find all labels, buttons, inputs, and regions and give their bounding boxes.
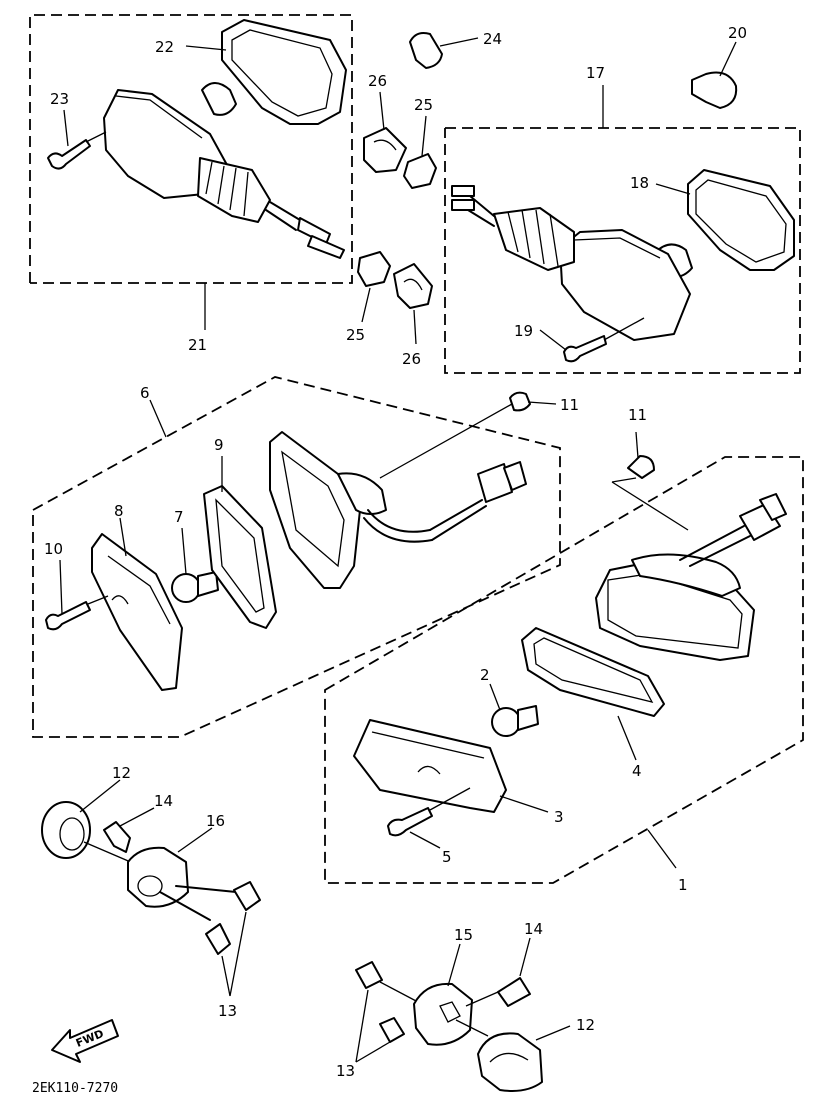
callout-14-right: 14 <box>524 920 543 938</box>
grommet-26-bottom <box>393 263 433 309</box>
callout-26-bottom: 26 <box>402 350 421 368</box>
grommet-26-top <box>363 127 407 173</box>
nut-13-left-b <box>233 881 261 911</box>
callout-21: 21 <box>188 336 207 354</box>
callout-1: 1 <box>678 876 688 894</box>
callout-12-left: 12 <box>112 764 131 782</box>
callout-13-right-leaders <box>355 981 419 1063</box>
screw-11-group-1 <box>611 455 689 531</box>
callout-5: 5 <box>442 848 452 866</box>
callout-25-bottom: 25 <box>346 326 365 344</box>
callout-13-left: 13 <box>218 1002 237 1020</box>
turn-signal-stem-21 <box>197 157 345 259</box>
callout-26-top: 26 <box>368 72 387 90</box>
bulb-20 <box>691 71 738 109</box>
reflector-12-right <box>455 1019 543 1092</box>
callout-14-left: 14 <box>154 792 173 810</box>
flasher-lens-8 <box>91 533 183 691</box>
gasket-4 <box>521 627 665 761</box>
bracket-15 <box>413 982 473 1046</box>
screw-5 <box>387 787 471 849</box>
diagram-code: 2EK110-7270 <box>32 1081 118 1096</box>
turn-signal-stem-17 <box>451 185 575 271</box>
turn-signal-housing-17 <box>559 229 691 341</box>
reflector-12-left <box>41 801 141 867</box>
callout-15: 15 <box>454 926 473 944</box>
bolt-14-left <box>103 821 131 853</box>
callout-24: 24 <box>483 30 502 48</box>
bulb-24 <box>409 32 443 69</box>
group-box-1 <box>324 456 804 884</box>
group-box-17 <box>444 85 801 374</box>
callout-leaders <box>59 37 737 1041</box>
callout-11-top: 11 <box>560 396 579 414</box>
bulb-7 <box>171 571 219 603</box>
spacer-25-bottom <box>357 251 391 287</box>
callout-22: 22 <box>155 38 174 56</box>
callout-12-right: 12 <box>576 1016 595 1034</box>
screw-10 <box>45 595 109 631</box>
callout-4: 4 <box>632 762 642 780</box>
fwd-arrow-icon: FWD <box>51 1019 119 1063</box>
callout-7: 7 <box>174 508 184 526</box>
callout-10: 10 <box>44 540 63 558</box>
gasket-9 <box>203 485 277 629</box>
turn-signal-lens-22 <box>221 19 347 125</box>
callout-25-top: 25 <box>414 96 433 114</box>
callout-labels: 22 23 24 20 17 26 25 18 25 26 21 19 6 11… <box>44 24 747 1080</box>
callout-8: 8 <box>114 502 124 520</box>
bulb-2 <box>491 705 539 737</box>
nut-13-left-a <box>205 923 231 955</box>
turn-signal-lens-18 <box>687 169 795 271</box>
callout-11-right: 11 <box>628 406 647 424</box>
bolt-14-right <box>465 977 531 1007</box>
callout-16: 16 <box>206 812 225 830</box>
callout-9: 9 <box>214 436 224 454</box>
callout-18: 18 <box>630 174 649 192</box>
callout-19: 19 <box>514 322 533 340</box>
screw-11-group-6 <box>509 391 557 412</box>
flasher-housing-6 <box>269 403 513 589</box>
group-box-21 <box>29 14 353 330</box>
callout-13-left-leaders <box>221 911 247 997</box>
callout-2: 2 <box>480 666 490 684</box>
connector-6 <box>429 461 527 541</box>
callout-6: 6 <box>140 384 150 402</box>
callout-13-right: 13 <box>336 1062 355 1080</box>
nut-13-right-b <box>379 1017 405 1043</box>
bulb-inner-left <box>201 82 237 116</box>
group-box-6 <box>32 376 561 738</box>
screw-19 <box>563 317 645 363</box>
callout-17: 17 <box>586 64 605 82</box>
nut-13-right-a <box>355 961 383 989</box>
connector-1 <box>679 493 787 567</box>
screw-23 <box>47 131 107 170</box>
flasher-housing-1 <box>595 553 755 661</box>
bracket-16 <box>127 846 237 921</box>
spacer-25-top <box>403 153 437 189</box>
callout-23: 23 <box>50 90 69 108</box>
callout-20: 20 <box>728 24 747 42</box>
callout-3: 3 <box>554 808 564 826</box>
